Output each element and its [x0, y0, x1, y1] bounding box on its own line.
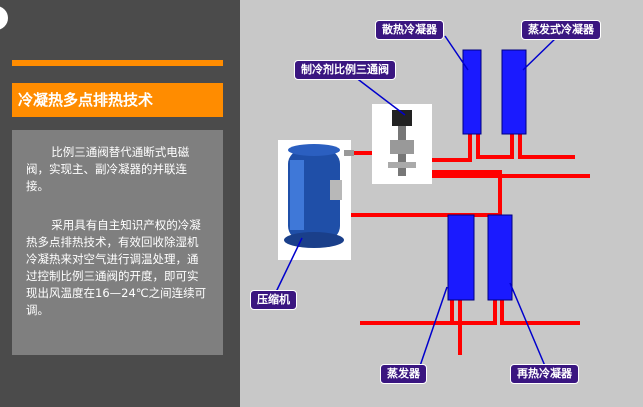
section-title: 冷凝热多点排热技术	[12, 83, 223, 117]
evaporator-block	[447, 214, 475, 301]
diagram-panel: 散热冷凝器 蒸发式冷凝器 制冷剂比例三通阀 压缩机 蒸发器 再热冷凝器	[240, 0, 643, 407]
left-panel: 冷凝热多点排热技术 比例三通阀替代通断式电磁阀，实现主、副冷凝器的并联连接。 采…	[0, 0, 273, 407]
pipe-radiator-to-evapcond	[476, 133, 514, 159]
evap-condenser-label: 蒸发式冷凝器	[521, 20, 601, 40]
corner-decoration	[0, 6, 8, 30]
reheat-condenser-label: 再热冷凝器	[510, 364, 579, 384]
leader-lines	[275, 35, 559, 367]
valve-label: 制冷剂比例三通阀	[294, 60, 396, 80]
accent-bar	[12, 60, 223, 66]
valve-icon	[388, 110, 416, 176]
evaporator-label: 蒸发器	[380, 364, 427, 384]
pipe-valve-to-radiator-in	[415, 133, 472, 162]
radiator-condenser-label: 散热冷凝器	[375, 20, 444, 40]
radiator-condenser-block	[462, 49, 482, 135]
evap-condenser-block	[501, 49, 527, 135]
description-paragraph-1: 比例三通阀替代通断式电磁阀，实现主、副冷凝器的并联连接。	[26, 145, 190, 193]
pipe-evapcond-out	[518, 133, 575, 159]
diagram-canvas	[275, 35, 590, 367]
pipe-reheat-out	[500, 300, 580, 325]
description-box: 比例三通阀替代通断式电磁阀，实现主、副冷凝器的并联连接。 采用具有自主知识产权的…	[12, 130, 223, 355]
reheat-condenser-block	[487, 214, 513, 301]
compressor-label: 压缩机	[250, 290, 297, 310]
pipe-valve-to-return	[300, 170, 502, 217]
pipe-evaporator-to-reheat	[450, 300, 497, 325]
description-paragraph-2: 采用具有自主知识产权的冷凝热多点排热技术，有效回收除湿机冷凝热来对空气进行调温处…	[26, 218, 207, 317]
